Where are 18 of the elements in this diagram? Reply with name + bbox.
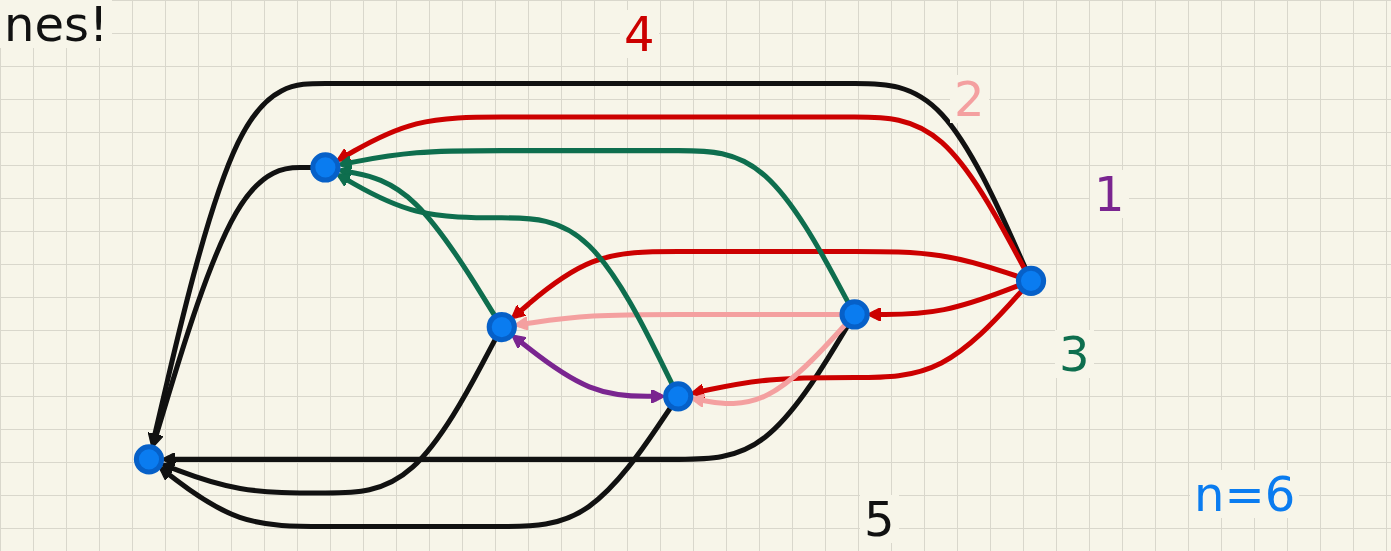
vertex-dot	[133, 444, 165, 475]
handwritten-note: 5	[860, 495, 899, 543]
handwritten-note: 3	[1055, 330, 1094, 378]
handwritten-note: nes!	[0, 0, 113, 48]
handwritten-note: 4	[620, 10, 659, 58]
arrow	[149, 164, 313, 448]
vertex-dot	[486, 311, 517, 343]
vertex-dot	[1015, 265, 1047, 296]
handwritten-note: 1	[1090, 170, 1129, 218]
handwritten-note: 2	[950, 75, 989, 123]
vertex-dot	[663, 381, 694, 412]
arrow	[335, 114, 1028, 271]
arrow	[160, 337, 499, 496]
arrow	[335, 173, 675, 387]
vertex-dot	[310, 152, 341, 183]
arrow	[158, 405, 674, 530]
handwritten-note: n=6	[1190, 470, 1300, 518]
vertex-dot	[839, 299, 870, 330]
